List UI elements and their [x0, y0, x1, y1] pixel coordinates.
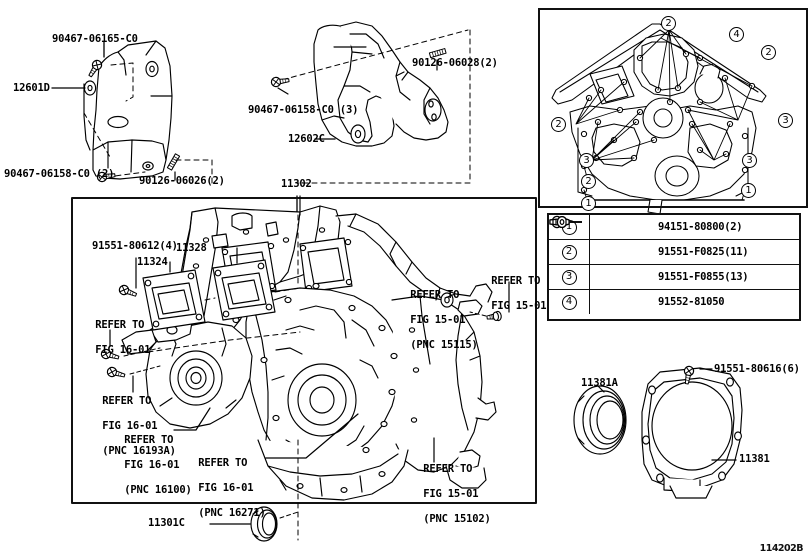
refer-note-fig15-01-15115: REFER TO FIG 15-01 (PNC 15115): [398, 276, 478, 351]
refer-line1: REFER TO: [410, 288, 460, 301]
label-part-11328: 11328: [176, 242, 207, 254]
refer-line2: FIG 15-01: [423, 487, 479, 500]
flange-bolt-icon: [549, 215, 652, 259]
refer-line3: (PNC 16100): [124, 483, 192, 496]
refer-line1: REFER TO: [102, 394, 152, 407]
torque-diagram-art: [551, 23, 767, 215]
refer-line2: FIG 15-01: [491, 299, 547, 312]
bracket-12601D-leaders: [51, 41, 213, 188]
label-part-11381: 11381: [739, 453, 770, 465]
label-bolt-90467-06165: 90467-06165-C0: [52, 33, 138, 45]
label-part-11302: 11302: [281, 178, 312, 190]
refer-line1: REFER TO: [423, 462, 473, 475]
label-bolt-90467-06158-3: 90467-06158-C0 (3): [248, 104, 359, 116]
callout-3-mid: 3: [742, 153, 757, 168]
flange-bolt-icon: [549, 215, 652, 284]
label-part-11381A: 11381A: [581, 377, 618, 389]
legend-row: 4 91552-81050: [549, 215, 799, 314]
refer-note-fig15-01-15102: REFER TO FIG 15-01 (PNC 15102): [411, 450, 491, 525]
callout-2-left: 2: [551, 117, 566, 132]
torque-diagram-panel: [538, 8, 808, 208]
refer-line3: (PNC 16193A): [102, 444, 176, 457]
legend-part-number: 91551-F0825(11): [658, 246, 749, 258]
refer-line3: (PNC 15115): [410, 338, 478, 351]
refer-line3: (PNC 16271): [198, 506, 266, 519]
plug-bolt-icon: [551, 215, 652, 234]
retainer-11381-art: [641, 367, 743, 499]
refer-line3: (PNC 15102): [423, 512, 491, 525]
refer-line2: FIG 16-01: [95, 343, 151, 356]
bracket-12602C-art: [313, 21, 449, 147]
legend-row: 2 91551-F0825(11): [549, 215, 799, 265]
legend-table: 1 94151-80800(2) 2: [547, 213, 801, 321]
legend-part-number: 91552-81050: [658, 296, 725, 308]
refer-line2: FIG 16-01: [198, 481, 254, 494]
refer-line1: REFER TO: [198, 456, 248, 469]
refer-note-fig16-01-a: REFER TO FIG 16-01: [83, 306, 150, 356]
callout-4: 4: [729, 27, 744, 42]
label-part-11324: 11324: [137, 256, 168, 268]
bracket-12602C-leaders: [270, 29, 471, 184]
gasket-11324-art: [142, 269, 206, 331]
legend-part-number: 94151-80800(2): [658, 221, 743, 233]
label-bolt-90467-06158-2: 90467-06158-C0 (2): [4, 168, 115, 180]
refer-note-fig16-01-16193A: REFER TO FIG 16-01 (PNC 16193A): [90, 382, 176, 457]
label-part-12602C: 12602C: [288, 133, 325, 145]
seal-11381A-art: [573, 385, 627, 455]
refer-note-fig16-01-16100: REFER TO FIG 16-01 (PNC 16100): [112, 421, 192, 496]
callout-3-left: 3: [579, 153, 594, 168]
label-part-12601D: 12601D: [13, 82, 50, 94]
label-bolt-90126-06028: 90126-06028(2): [412, 57, 498, 69]
refer-line2: FIG 16-01: [102, 419, 158, 432]
label-bolt-90126-06026: 90126-06026(2): [139, 175, 225, 187]
flange-bolt-icon: [549, 215, 652, 309]
callout-2-lower-left: 2: [581, 174, 596, 189]
callout-3-right: 3: [778, 113, 793, 128]
gasket-11328-art: [212, 259, 276, 321]
seal-11301C-art: [250, 506, 278, 542]
refer-line2: FIG 16-01: [124, 458, 180, 471]
refer-line1: REFER TO: [491, 274, 541, 287]
refer-note-fig16-01-16271: REFER TO FIG 16-01 (PNC 16271): [186, 444, 266, 519]
label-part-11301C: 11301C: [148, 517, 185, 529]
refer-note-fig15-01-b: REFER TO FIG 15-01: [479, 262, 546, 312]
label-bolt-91551-80612: 91551-80612(4): [92, 240, 178, 252]
callout-1-right: 1: [741, 183, 756, 198]
refer-line1: REFER TO: [124, 433, 174, 446]
legend-callout-number: 3: [549, 265, 590, 289]
legend-part-number: 91551-F0855(13): [658, 271, 749, 283]
legend-callout-number: 4: [549, 290, 590, 314]
bracket-12601D-art: [83, 40, 173, 180]
diagram-code: 114202B: [759, 543, 804, 554]
refer-line2: FIG 15-01: [410, 313, 466, 326]
legend-row: 3 91551-F0855(13): [549, 215, 799, 290]
callout-1-left: 1: [581, 196, 596, 211]
callout-2-top: 2: [661, 16, 676, 31]
refer-line1: REFER TO: [95, 318, 145, 331]
label-bolt-91551-80616: 91551-80616(6): [714, 363, 800, 375]
legend-callout-number: 2: [549, 240, 590, 264]
callout-2-right: 2: [761, 45, 776, 60]
